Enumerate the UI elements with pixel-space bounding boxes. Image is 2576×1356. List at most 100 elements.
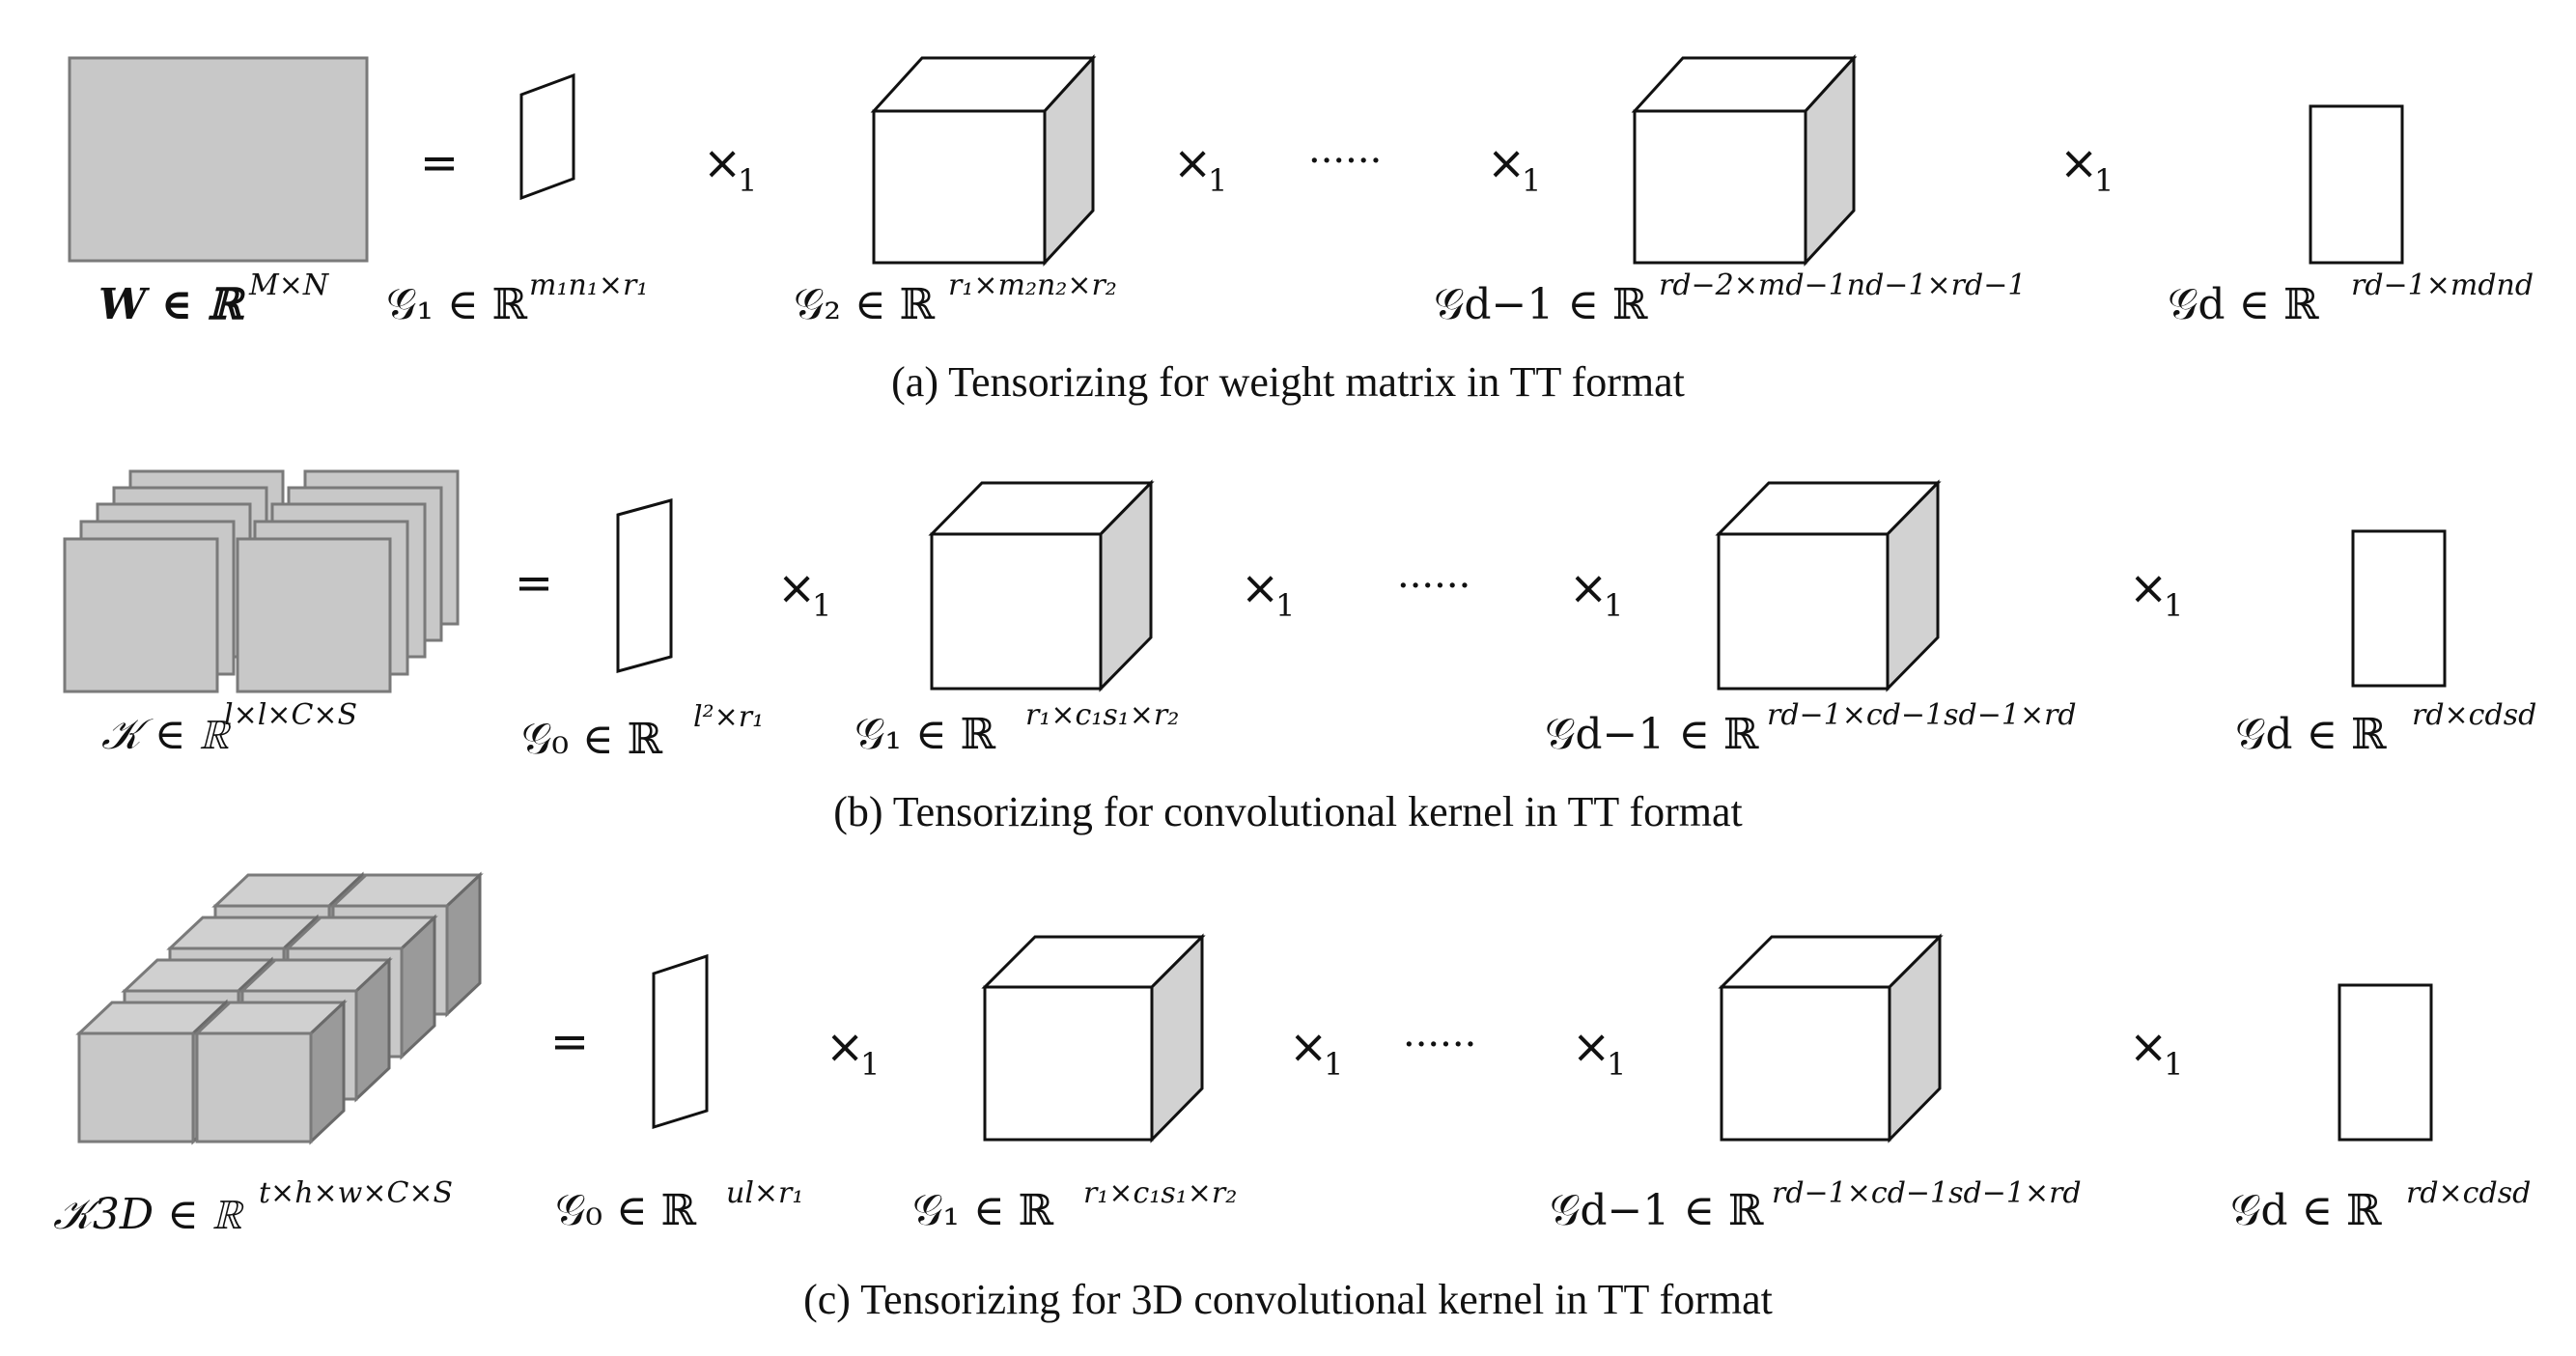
svg-text:𝒢d−1 ∈ ℝ: 𝒢d−1 ∈ ℝ [1545,710,1759,759]
times-mode-op: × 1 [1241,561,1295,624]
svg-text:1: 1 [1607,1046,1626,1083]
times-mode-op: × 1 [2129,1020,2183,1083]
svg-text:rd−1×cd−1sd−1×rd: rd−1×cd−1sd−1×rd [1772,1176,2082,1210]
svg-text:1: 1 [2094,162,2114,199]
core-gd-matrix [2351,529,2447,688]
svg-text:𝒢d−1 ∈ ℝ: 𝒢d−1 ∈ ℝ [1434,280,1648,329]
core-g2-cube [870,54,1097,267]
svg-text:r₁×m₂n₂×r₂: r₁×m₂n₂×r₂ [948,268,1117,302]
svg-text:1: 1 [1275,587,1295,624]
core-g0-slab [652,953,709,1130]
ellipsis: ······ [1308,139,1382,184]
svg-text:1: 1 [738,162,757,199]
core-gd1-cube [1718,933,1944,1144]
svg-text:1: 1 [860,1046,880,1083]
svg-text:1: 1 [1208,162,1227,199]
core-gd-matrix [2309,104,2404,265]
svg-text:×: × [1241,561,1279,615]
svg-text:𝒢₁ ∈ ℝ: 𝒢₁ ∈ ℝ [854,710,996,759]
row-b: = × 1 × 1 ······ × 1 × 1 [63,469,2536,835]
svg-text:×: × [1572,1020,1610,1074]
row-c: = × 1 × 1 ······ × 1 × 1 [53,871,2531,1323]
core-gd1-cube [1715,479,1942,692]
svg-text:l²×r₁: l²×r₁ [693,700,764,734]
svg-text:×: × [1569,561,1608,615]
svg-text:𝒢d ∈ ℝ: 𝒢d ∈ ℝ [2168,280,2319,329]
svg-text:𝒢₁ ∈ ℝ: 𝒢₁ ∈ ℝ [386,280,528,329]
label-core-gd1: 𝒢d−1 ∈ ℝ rd−1×cd−1sd−1×rd [1545,698,2077,759]
label-core-g1: 𝒢₁ ∈ ℝ r₁×c₁s₁×r₂ [854,698,1179,759]
svg-text:m₁n₁×r₁: m₁n₁×r₁ [529,268,648,302]
svg-text:rd−1×mdnd: rd−1×mdnd [2351,268,2534,302]
caption-b: (b) Tensorizing for convolutional kernel… [833,788,1742,835]
weight-matrix-block [68,56,369,263]
svg-text:×: × [703,136,742,190]
ellipsis: ······ [1397,564,1470,608]
label-core-gd: 𝒢d ∈ ℝ rd×cdsd [2230,1176,2531,1235]
svg-text:rd−2×md−1nd−1×rd−1: rd−2×md−1nd−1×rd−1 [1659,268,2026,302]
conv3d-kernel-cubes [75,871,484,1145]
svg-text:𝒦 ∈ ℝ: 𝒦 ∈ ℝ [101,710,232,759]
times-mode-op: × 1 [777,561,831,624]
times-mode-op: × 1 [1569,561,1623,624]
core-g1-slab [519,72,575,201]
svg-text:ul×r₁: ul×r₁ [726,1176,803,1210]
label-core-gd: 𝒢d ∈ ℝ rd−1×mdnd [2168,268,2534,329]
svg-text:𝒢₀ ∈ ℝ: 𝒢₀ ∈ ℝ [521,715,663,764]
core-g1-cube [928,479,1155,692]
svg-text:r₁×c₁s₁×r₂: r₁×c₁s₁×r₂ [1025,698,1179,732]
svg-text:×: × [1289,1020,1328,1074]
caption-c: (c) Tensorizing for 3D convolutional ker… [803,1276,1773,1323]
svg-text:𝒢d−1 ∈ ℝ: 𝒢d−1 ∈ ℝ [1550,1186,1764,1235]
svg-text:𝒢d ∈ ℝ: 𝒢d ∈ ℝ [2230,1186,2382,1235]
svg-text:W ∈ ℝ: W ∈ ℝ [98,280,246,329]
label-core-gd1: 𝒢d−1 ∈ ℝ rd−1×cd−1sd−1×rd [1550,1176,2082,1235]
svg-text:×: × [826,1020,864,1074]
label-weight-matrix: W ∈ ℝ M×N [98,268,330,329]
times-mode-op: × 1 [1173,136,1227,199]
caption-a: (a) Tensorizing for weight matrix in TT … [891,358,1685,406]
label-core-g0: 𝒢₀ ∈ ℝ l²×r₁ [521,700,764,764]
svg-text:M×N: M×N [248,268,330,302]
equals-sign: = [515,556,553,610]
label-conv3d-kernel: 𝒦3D ∈ ℝ t×h×w×C×S [53,1176,453,1239]
svg-text:×: × [777,561,816,615]
row-a: = × 1 × 1 ······ × 1 × 1 [68,54,2534,406]
svg-text:t×h×w×C×S: t×h×w×C×S [259,1176,453,1210]
svg-text:1: 1 [1324,1046,1343,1083]
label-conv-kernel: 𝒦 ∈ ℝ l×l×C×S [101,698,357,759]
times-mode-op: × 1 [2129,561,2183,624]
svg-text:×: × [2129,1020,2168,1074]
svg-text:𝒢₀ ∈ ℝ: 𝒢₀ ∈ ℝ [555,1186,697,1235]
times-mode-op: × 1 [1572,1020,1626,1083]
conv-kernel-stack-right [236,469,460,693]
svg-text:rd×cdsd: rd×cdsd [2406,1176,2531,1210]
svg-text:𝒢d ∈ ℝ: 𝒢d ∈ ℝ [2235,710,2387,759]
kernel-cube [193,999,348,1145]
svg-text:1: 1 [2164,1046,2183,1083]
label-core-gd: 𝒢d ∈ ℝ rd×cdsd [2235,698,2536,759]
svg-text:×: × [2059,136,2098,190]
core-g1-cube [981,933,1206,1144]
svg-text:r₁×c₁s₁×r₂: r₁×c₁s₁×r₂ [1083,1176,1237,1210]
label-core-g0: 𝒢₀ ∈ ℝ ul×r₁ [555,1176,803,1235]
svg-text:×: × [2129,561,2168,615]
times-mode-op: × 1 [703,136,757,199]
times-mode-op: × 1 [1487,136,1541,199]
svg-text:1: 1 [812,587,831,624]
equals-sign: = [420,136,459,190]
ellipsis: ······ [1403,1023,1476,1067]
times-mode-op: × 1 [1289,1020,1343,1083]
times-mode-op: × 1 [826,1020,880,1083]
core-g0-slab [616,498,673,673]
svg-text:𝒢₁ ∈ ℝ: 𝒢₁ ∈ ℝ [912,1186,1054,1235]
svg-text:×: × [1487,136,1526,190]
equals-sign: = [550,1015,589,1069]
label-core-gd1: 𝒢d−1 ∈ ℝ rd−2×md−1nd−1×rd−1 [1434,268,2026,329]
svg-text:𝒦3D ∈ ℝ: 𝒦3D ∈ ℝ [53,1190,245,1239]
label-core-g1: 𝒢₁ ∈ ℝ r₁×c₁s₁×r₂ [912,1176,1237,1235]
label-core-g1: 𝒢₁ ∈ ℝ m₁n₁×r₁ [386,268,648,329]
svg-text:rd−1×cd−1sd−1×rd: rd−1×cd−1sd−1×rd [1767,698,2077,732]
svg-text:1: 1 [1522,162,1541,199]
